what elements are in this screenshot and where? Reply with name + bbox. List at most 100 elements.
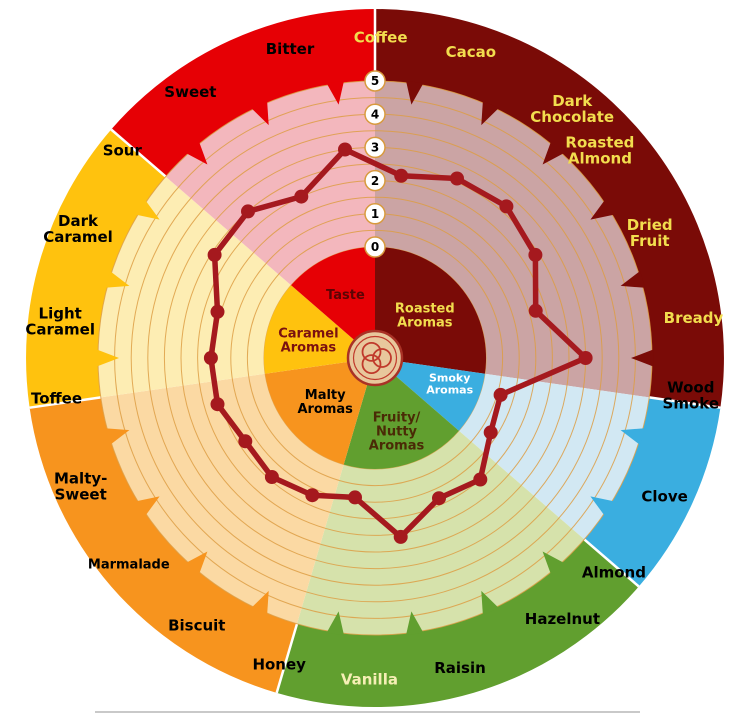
inner-sectors	[263, 247, 487, 470]
logo-knot-icon	[372, 348, 392, 368]
logo-knot-icon	[361, 341, 382, 362]
tick-cacao	[481, 100, 499, 126]
scale-label-1: 1	[371, 207, 379, 221]
tick-coffee	[406, 80, 424, 105]
scale-badges: 0 1 2 3 4 5	[364, 70, 386, 258]
radar-tints	[97, 81, 653, 635]
tint-fruity-nutty-aromas	[297, 430, 585, 635]
scale-label-2: 2	[371, 174, 379, 188]
tick-roasted-almond	[590, 199, 615, 220]
radar-point-roasted-almond	[528, 247, 543, 262]
scale-badge-4	[364, 103, 386, 125]
outer-label-vanilla: Vanilla	[341, 670, 398, 688]
outer-label-coffee: Coffee	[354, 28, 408, 46]
scale-label-5: 5	[371, 74, 379, 88]
tick-hazelnut	[481, 590, 499, 616]
radar-point-toffee	[203, 351, 218, 365]
radar-point-marmalade	[238, 434, 253, 449]
outer-label-sweet: Sweet	[164, 83, 216, 101]
spoke-ticks	[96, 80, 654, 636]
center-logo	[346, 329, 404, 387]
tick-bready	[631, 349, 654, 367]
radar-point-light-caramel	[210, 304, 225, 319]
radar-series	[203, 142, 593, 544]
tick-raisin	[406, 611, 424, 636]
outer-label-marmalade: Marmalade	[88, 557, 170, 572]
radar-point-raisin	[393, 529, 408, 544]
radar-point-honey	[305, 488, 320, 503]
tick-sour	[185, 141, 208, 165]
tick-sweet	[251, 100, 269, 126]
radar-point-vanilla	[348, 490, 362, 505]
band-smoky-aromas	[584, 397, 721, 587]
bottom-rule	[95, 711, 640, 713]
radar-point-hazelnut	[432, 491, 446, 506]
outer-label-raisin: Raisin	[434, 659, 486, 677]
outer-label-almond: Almond	[582, 564, 646, 582]
tick-bitter	[326, 80, 344, 105]
band-malty-aromas	[29, 397, 297, 693]
radar-point-bitter	[338, 142, 352, 157]
separator	[110, 128, 167, 178]
radar-point-dried-fruit	[528, 303, 543, 318]
separator	[583, 538, 640, 588]
hub-taste	[291, 247, 375, 358]
tick-light-caramel	[105, 271, 130, 288]
tick-honey	[251, 590, 269, 616]
outer-label-honey: Honey	[252, 656, 306, 674]
radar-point-sour	[241, 204, 255, 219]
tick-vanilla	[326, 611, 344, 636]
scale-badge-3	[364, 136, 386, 159]
band-taste	[111, 9, 375, 177]
tint-roasted-aromas	[375, 81, 653, 398]
outer-label-biscuit: Biscuit	[168, 616, 225, 634]
separator	[29, 396, 101, 409]
radar-point-dark-chocolate	[499, 199, 514, 214]
inner-label-taste: Taste	[326, 288, 365, 303]
hub-smoky-aromas	[375, 358, 485, 431]
tick-clove	[590, 496, 615, 517]
scale-label-0: 0	[371, 240, 379, 254]
outer-label-bready: Bready	[664, 309, 724, 327]
outer-label-hazelnut: Hazelnut	[525, 610, 600, 628]
sector-separators	[29, 9, 721, 694]
radar-point-clove	[483, 425, 498, 440]
scale-badge-1	[364, 203, 386, 225]
tick-dark-caramel	[135, 199, 160, 220]
tick-biscuit	[185, 551, 208, 575]
separator	[275, 623, 299, 694]
outer-label-clove: Clove	[641, 488, 687, 506]
logo-knot-icon	[361, 354, 382, 374]
band-roasted-aromas	[375, 9, 724, 408]
hub-malty-aromas	[265, 358, 375, 465]
tick-dried-fruit	[620, 271, 645, 288]
radar-point-wood-smoke	[493, 387, 508, 402]
scale-label-3: 3	[371, 141, 379, 155]
tick-wood-smoke	[620, 428, 645, 445]
tint-smoky-aromas	[458, 373, 650, 540]
logo-inner-ring	[352, 335, 398, 381]
radar-point-dark-caramel	[207, 247, 222, 262]
radar-point-cacao	[450, 171, 464, 186]
scale-label-4: 4	[371, 107, 379, 121]
scale-badge-2	[364, 169, 386, 192]
separator	[649, 396, 721, 409]
outer-label-cacao: Cacao	[446, 43, 496, 61]
outer-label-toffee: Toffee	[31, 389, 82, 407]
outer-label-bitter: Bitter	[266, 40, 315, 58]
hub-caramel-aromas	[263, 285, 375, 374]
band-fruity-nutty-aromas	[276, 539, 639, 708]
radar-point-bready	[578, 351, 593, 365]
